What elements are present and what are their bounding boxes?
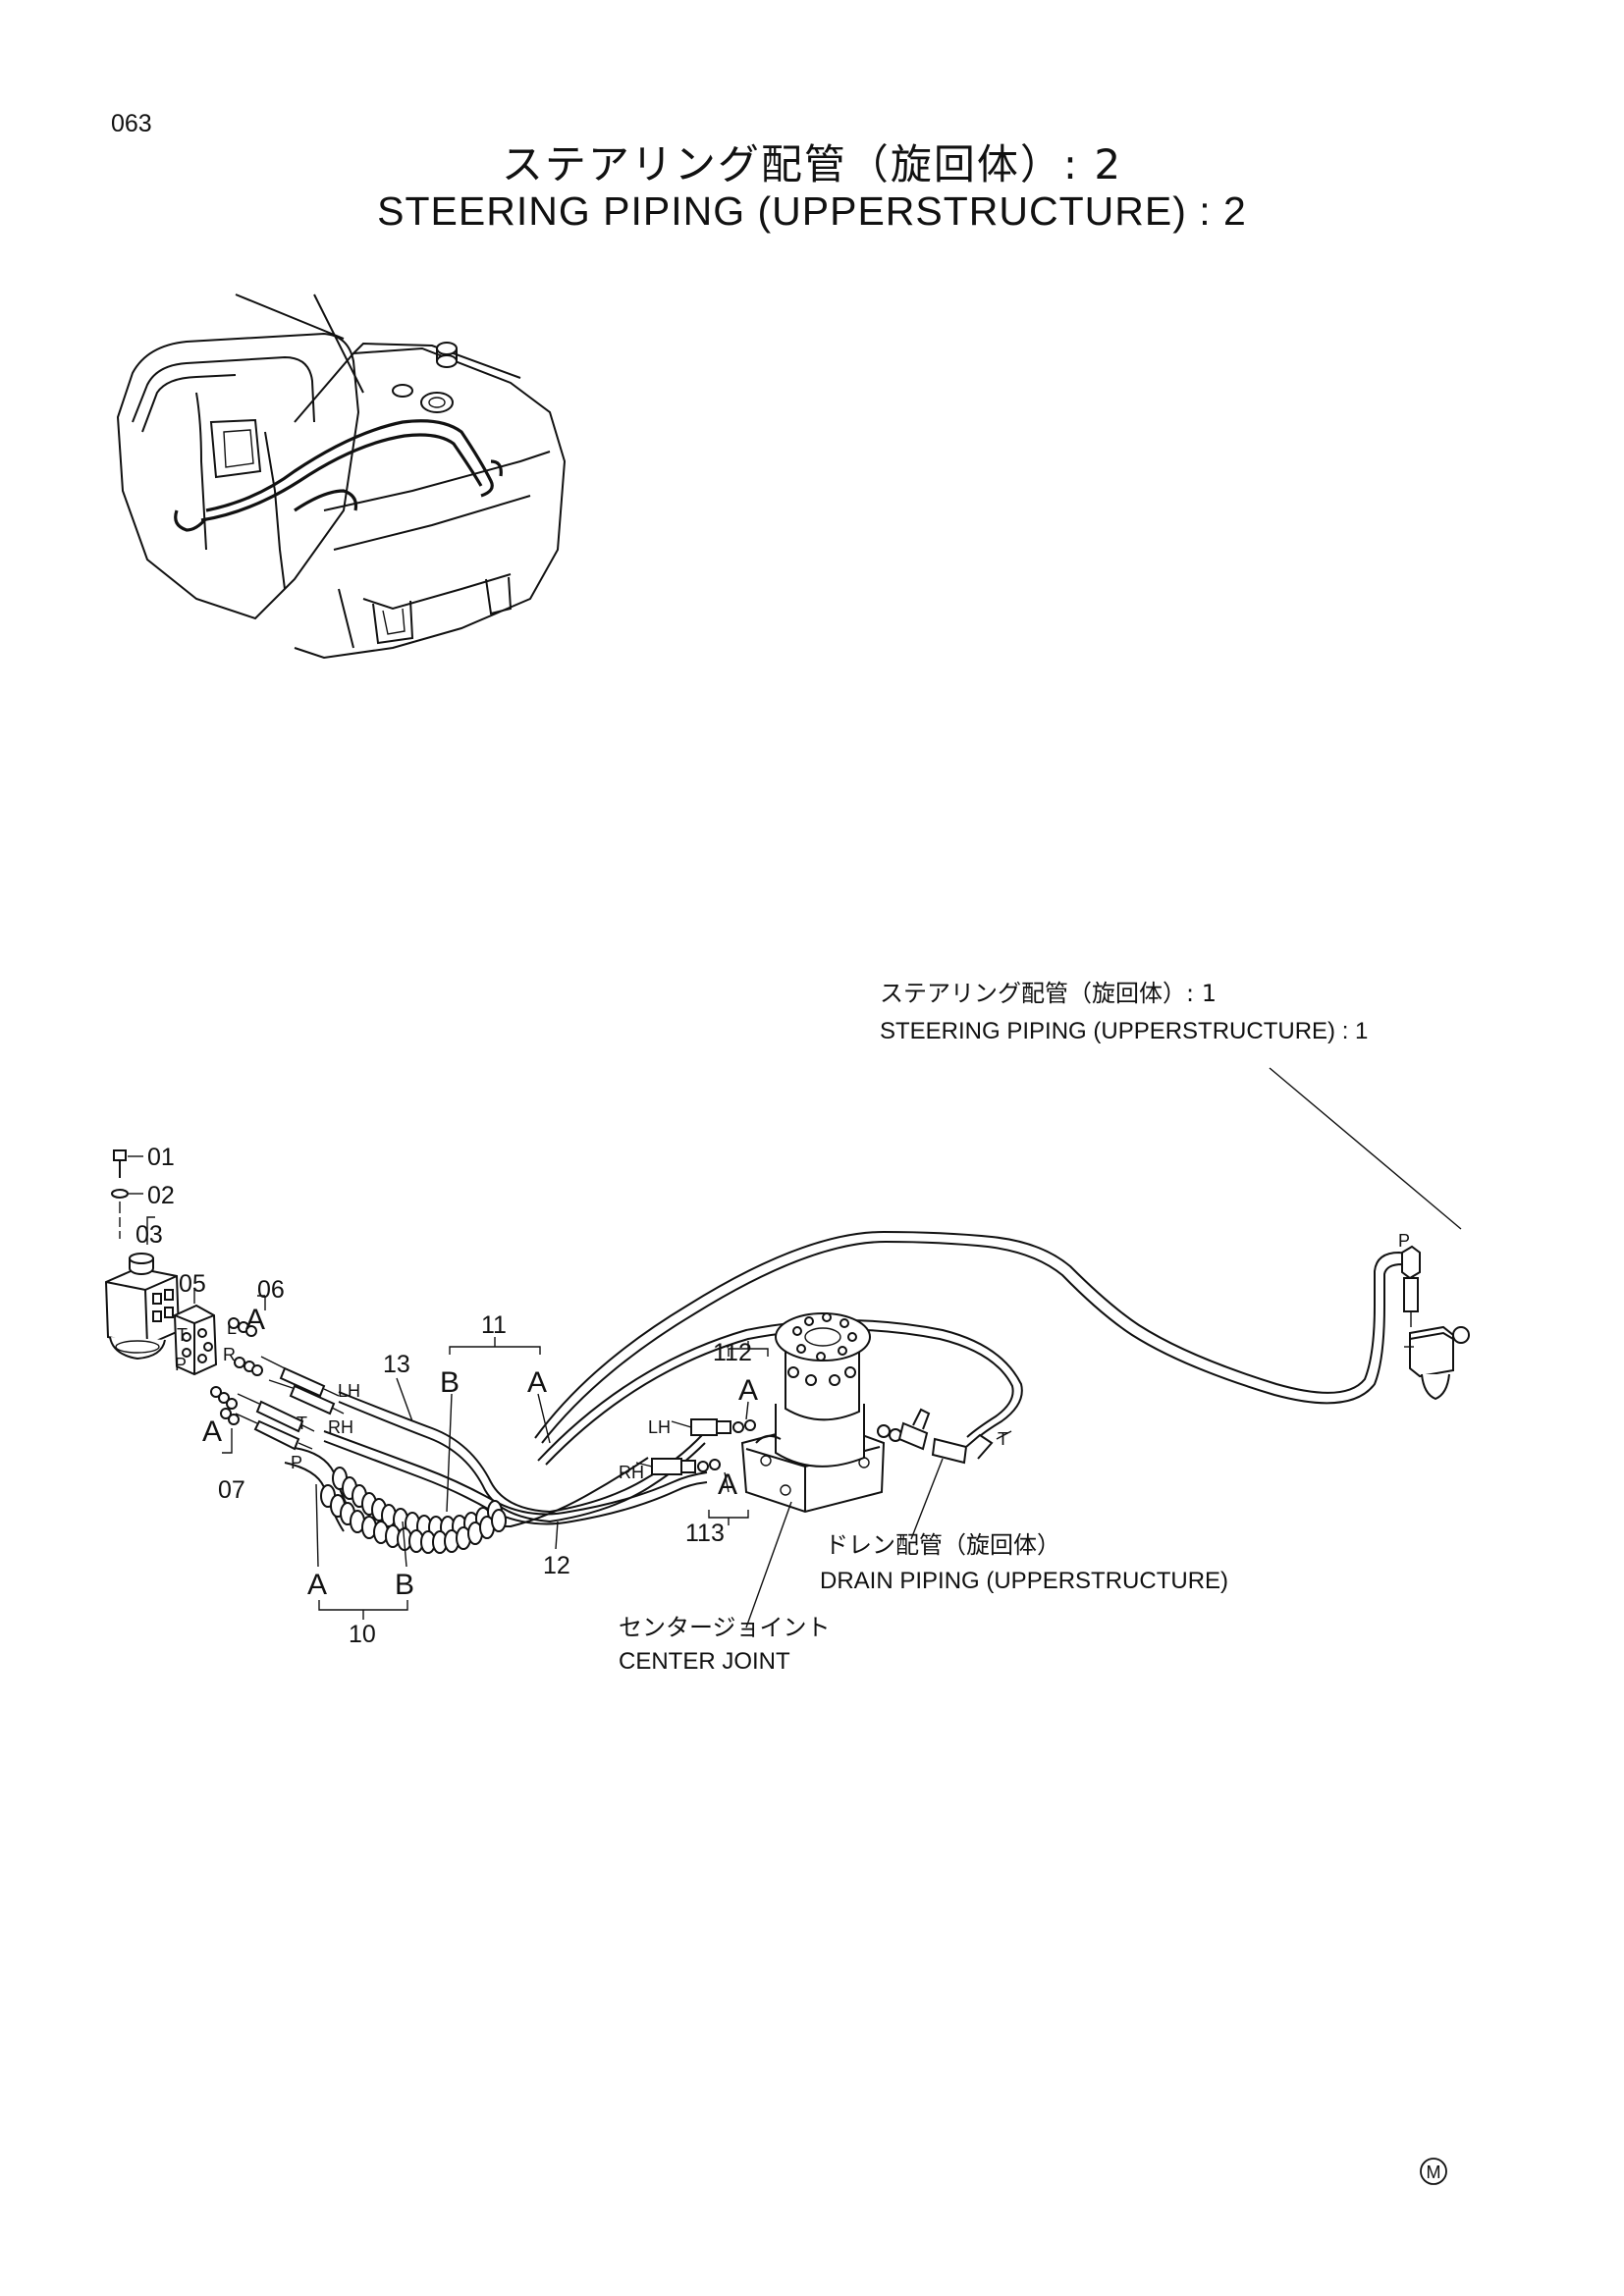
fitting-112-a-label: A	[738, 1374, 758, 1407]
port-labels: A A L T R P LH RH T P B A A B A A LH RH …	[175, 1231, 1410, 1601]
fitting-113-a-label: A	[718, 1468, 737, 1501]
center-joint-label-jp: センタージョイント	[619, 1614, 831, 1641]
center-joint-label-en: CENTER JOINT	[619, 1648, 790, 1675]
port-rh-label-left: RH	[328, 1417, 353, 1437]
port-rh-label-right: RH	[619, 1463, 644, 1482]
drain-piping-label-jp: ドレン配管（旋回体）	[825, 1531, 1060, 1559]
port-lh-label-right: LH	[648, 1417, 671, 1437]
part-10-label: 10	[349, 1621, 376, 1648]
excavator-overview-illustration	[116, 294, 567, 660]
hose-10-b-label: B	[395, 1569, 414, 1601]
part-113-label: 113	[685, 1520, 725, 1547]
part-12-label: 12	[543, 1552, 570, 1579]
part-05-label: 05	[179, 1270, 206, 1298]
steering-piping-1-label-jp: ステアリング配管（旋回体）: 1	[880, 980, 1217, 1007]
part-11-label: 11	[481, 1311, 507, 1339]
part-112-label: 112	[713, 1339, 752, 1366]
port-t-label-hose: T	[297, 1414, 307, 1433]
coil-guard-10	[320, 1467, 507, 1554]
part-13-label: 13	[383, 1351, 410, 1378]
center-joint	[740, 1312, 886, 1514]
leader-lines	[315, 1337, 944, 1629]
component-references: ドレン配管（旋回体） DRAIN PIPING (UPPERSTRUCTURE)…	[619, 1531, 1228, 1675]
m-mark: M	[1420, 2158, 1447, 2185]
reference-steering-piping-1: ステアリング配管（旋回体）: 1 STEERING PIPING (UPPERS…	[880, 980, 1462, 1230]
page-title-english: STEERING PIPING (UPPERSTRUCTURE) : 2	[377, 188, 1247, 234]
fitting-06	[228, 1295, 266, 1376]
port-lh-label-left: LH	[338, 1381, 360, 1401]
part-number-labels: 01 02 03 05 06 07 10 11 12 13 112 113	[135, 1144, 752, 1648]
port-p-label-hose: P	[291, 1453, 302, 1472]
hose-11-b-label: B	[440, 1366, 460, 1399]
hose-11-a-label: A	[527, 1366, 547, 1399]
part-01-label: 01	[147, 1144, 175, 1171]
port-t-label-valve: T	[177, 1325, 188, 1345]
hose-routing	[284, 1230, 1415, 1532]
port-r-label: R	[223, 1345, 236, 1364]
part-03-label: 03	[135, 1221, 163, 1249]
fitting-07	[210, 1386, 240, 1454]
drain-piping-label-en: DRAIN PIPING (UPPERSTRUCTURE)	[820, 1568, 1228, 1594]
drain-fittings	[877, 1408, 1012, 1465]
steering-piping-1-label-en: STEERING PIPING (UPPERSTRUCTURE) : 1	[880, 1018, 1368, 1044]
right-steering-component	[1401, 1245, 1470, 1401]
port-l-label: L	[227, 1318, 237, 1338]
steering-valve-assembly	[104, 1149, 345, 1454]
port-a-label-07: A	[202, 1415, 222, 1448]
port-p-label-right: P	[1398, 1231, 1410, 1251]
part-06-label: 06	[257, 1276, 285, 1304]
fittings-112-113	[635, 1418, 756, 1475]
m-mark-letter: M	[1427, 2163, 1441, 2182]
hose-10-a-label: A	[307, 1569, 327, 1601]
part-07-label: 07	[218, 1476, 245, 1504]
port-t-label-drain: T	[998, 1429, 1008, 1449]
page-title-japanese: ステアリング配管（旋回体）: 2	[501, 140, 1123, 188]
page-number: 063	[111, 110, 152, 137]
port-p-label-valve: P	[175, 1355, 187, 1374]
port-a-label-06: A	[245, 1304, 265, 1336]
part-02-label: 02	[147, 1182, 175, 1209]
